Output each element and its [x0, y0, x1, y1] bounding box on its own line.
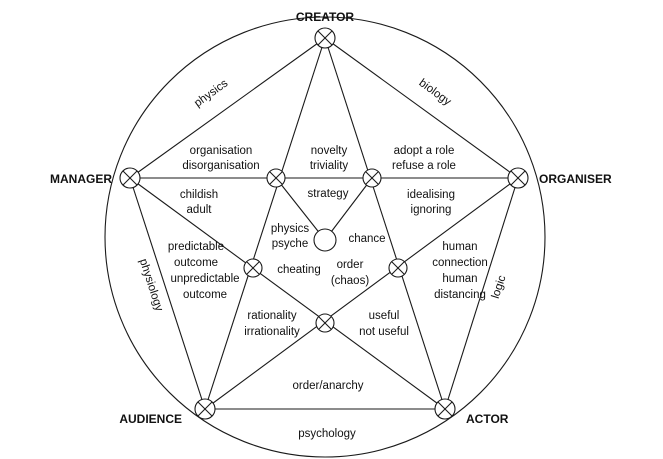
region-distancing: distancing — [434, 289, 486, 301]
node-audience-cross-b — [197, 401, 213, 417]
region-refuse-role: refuse a role — [392, 160, 456, 172]
node-inner-top-left-cross-b — [269, 171, 283, 185]
arc-label-physics: physics — [192, 77, 230, 109]
edge-audience-manager — [129, 177, 206, 410]
region-disorganisation: disorganisation — [182, 160, 259, 172]
region-human-2: human — [442, 273, 477, 285]
node-inner-right-cross-b — [391, 261, 405, 275]
region-order-anarchy: order/anarchy — [293, 380, 364, 392]
spoke-top-left — [275, 177, 326, 241]
edge-organiser-actor — [444, 177, 519, 410]
region-unpredictable: unpredictable — [170, 273, 239, 285]
region-organisation: organisation — [190, 145, 253, 157]
region-useful: useful — [369, 310, 400, 322]
spoke-top-right — [324, 177, 373, 241]
node-organiser-cross-b — [510, 170, 526, 186]
edge-manager-creator — [129, 37, 326, 179]
region-predictable: predictable — [168, 241, 224, 253]
star-organiser-audience — [204, 177, 519, 410]
region-chance: chance — [348, 233, 385, 245]
region-outcome-2: outcome — [183, 289, 227, 301]
arc-label-physiology: physiology — [137, 257, 165, 313]
region-adult: adult — [187, 204, 213, 216]
region-triviality: triviality — [310, 160, 349, 172]
arc-label-biology: biology — [416, 77, 453, 108]
label-audience: AUDIENCE — [119, 412, 182, 426]
node-manager-cross-b — [122, 170, 138, 186]
label-creator: CREATOR — [296, 10, 355, 24]
region-childish: childish — [180, 189, 218, 201]
label-organiser: ORGANISER — [539, 172, 612, 186]
node-creator-cross-b — [317, 30, 333, 46]
node-inner-left-cross-b — [246, 261, 260, 275]
node-actor-cross-b — [437, 401, 453, 417]
region-idealising: idealising — [407, 189, 455, 201]
region-ignoring: ignoring — [411, 204, 452, 216]
region-strategy: strategy — [308, 188, 349, 200]
outer-circle — [104, 16, 546, 458]
region-chaos: (chaos) — [331, 275, 370, 287]
region-connection: connection — [432, 257, 488, 269]
region-outcome-1: outcome — [174, 257, 218, 269]
region-adopt-role: adopt a role — [394, 145, 455, 157]
label-manager: MANAGER — [50, 172, 112, 186]
label-actor: ACTOR — [466, 412, 509, 426]
star-manager-actor — [129, 177, 446, 410]
region-human-1: human — [442, 241, 477, 253]
edge-creator-organiser — [324, 37, 519, 179]
region-irrationality: irrationality — [244, 326, 300, 338]
region-rationality: rationality — [247, 310, 296, 322]
arc-label-logic: logic — [490, 274, 509, 300]
node-inner-bottom-cross-b — [318, 316, 332, 330]
node-center — [313, 228, 337, 252]
region-psyche: psyche — [272, 238, 308, 250]
star-creator-actor — [324, 37, 446, 410]
region-order: order — [337, 259, 364, 271]
node-inner-top-right-cross-b — [365, 171, 379, 185]
star-creator-audience — [204, 37, 326, 410]
region-not-useful: not useful — [359, 326, 409, 338]
region-novelty: novelty — [311, 145, 348, 157]
region-inner-physics: physics — [271, 223, 310, 235]
region-cheating: cheating — [277, 264, 320, 276]
arc-label-psychology: psychology — [298, 428, 356, 440]
